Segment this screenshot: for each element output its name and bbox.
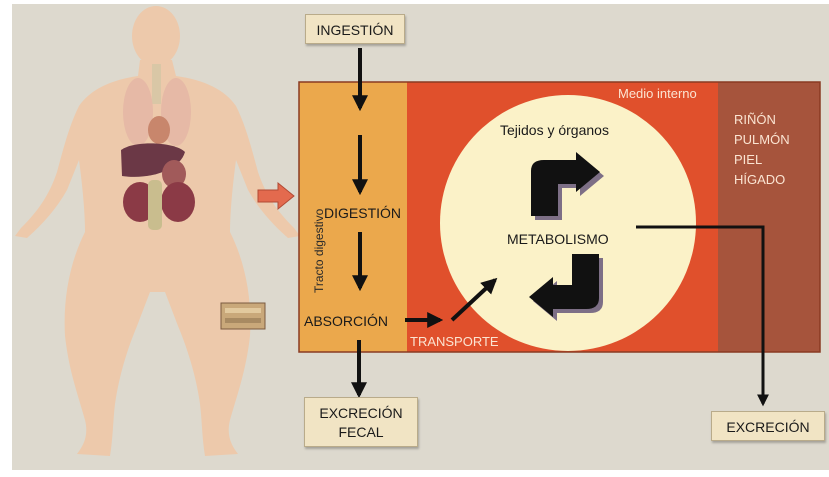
absorcion-label: ABSORCIÓN [304,313,388,329]
lung-left [123,78,153,146]
excrecion-label: EXCRECIÓN [726,419,809,435]
tejidos-organos-label: Tejidos y órganos [500,122,609,138]
tissue-inset [221,303,265,329]
kidney-right [161,182,195,222]
ingestion-label: INGESTIÓN [316,22,393,38]
excrecion-fecal-line1: EXCRECIÓN [305,404,417,423]
excrecion-fecal-line2: FECAL [305,423,417,442]
human-body-figure [15,6,300,456]
intestine [148,180,162,230]
excrecion-box: EXCRECIÓN [711,411,825,441]
medio-interno-label: Medio interno [618,86,697,101]
organ-item: HÍGADO [734,170,790,190]
organ-item: RIÑÓN [734,110,790,130]
organ-item: PIEL [734,150,790,170]
digestion-label: DIGESTIÓN [324,205,401,221]
digestive-tract-label: Tracto digestivo [312,209,326,293]
body-head [132,6,180,66]
excretory-organs-list: RIÑÓN PULMÓN PIEL HÍGADO [734,110,790,190]
organ-item: PULMÓN [734,130,790,150]
excrecion-fecal-box: EXCRECIÓN FECAL [304,397,418,447]
heart [148,116,170,144]
ingestion-box: INGESTIÓN [305,14,405,44]
trachea [152,64,161,104]
transporte-label: TRANSPORTE [410,334,499,349]
metabolismo-label: METABOLISMO [507,231,609,247]
